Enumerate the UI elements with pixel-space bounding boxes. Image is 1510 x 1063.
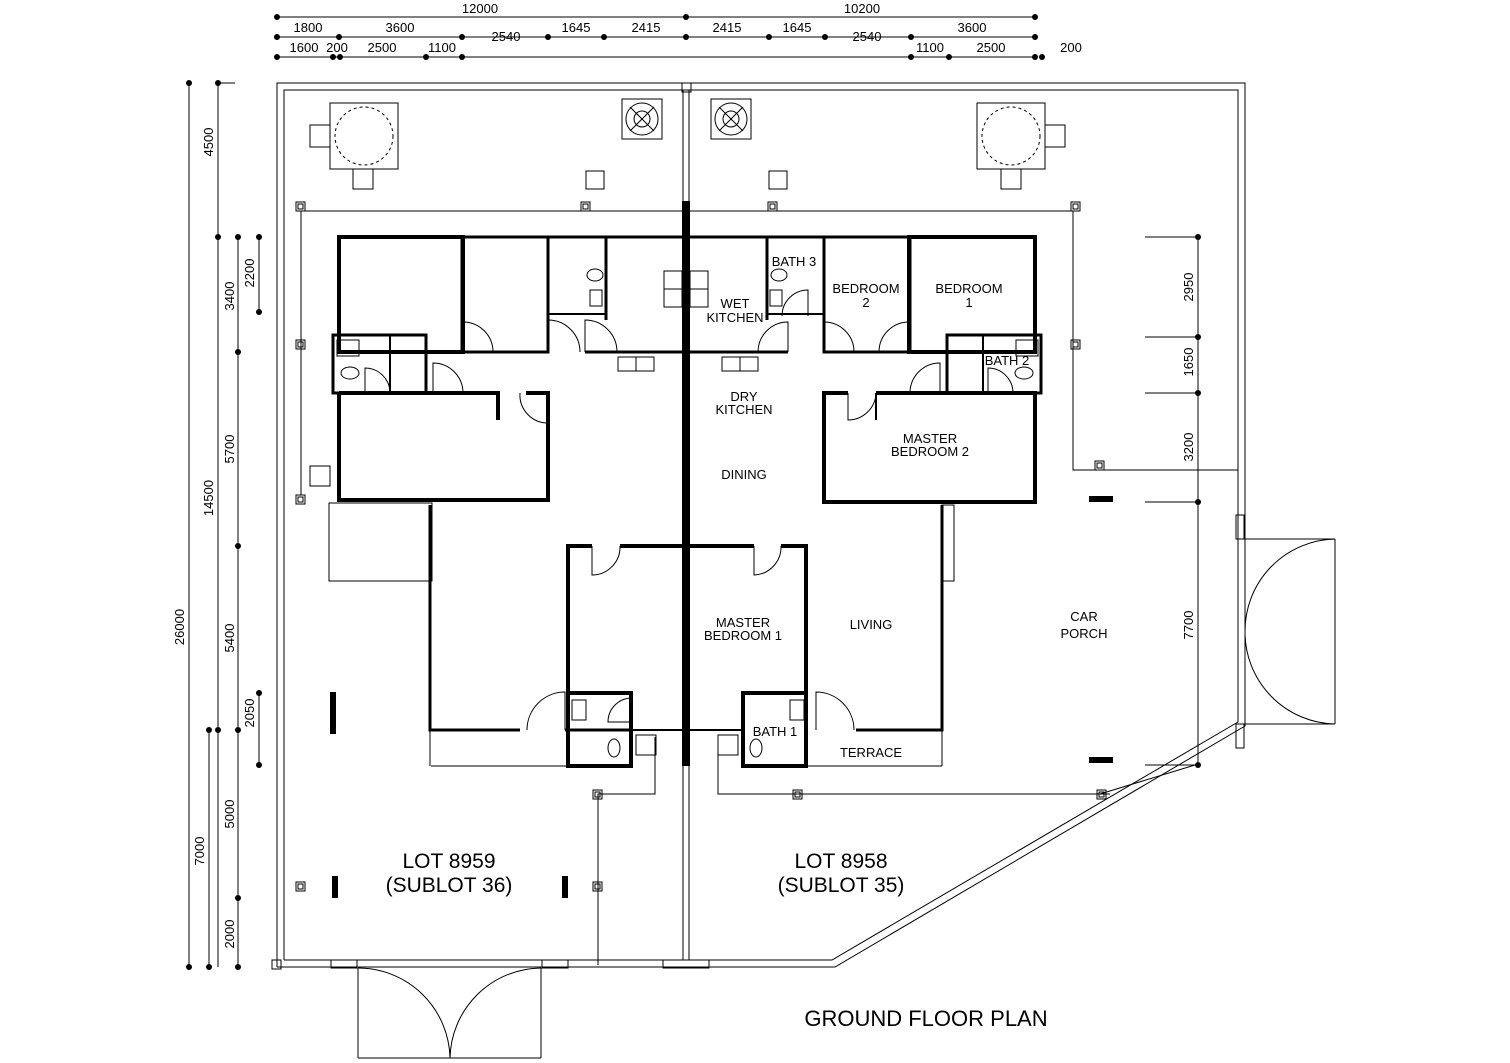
terrace-label: TERRACE <box>840 745 902 760</box>
top-dimension-lines: 12000 10200 1800 3600 1645 2415 2415 164… <box>274 1 1082 60</box>
dim-5700: 5700 <box>222 435 237 464</box>
bath2-label: BATH 2 <box>985 353 1030 368</box>
front-gate <box>330 959 710 1059</box>
master-bedroom1-label-2: BEDROOM 1 <box>704 628 782 643</box>
dim-1600: 1600 <box>290 40 319 55</box>
master-bedroom2-label-2: BEDROOM 2 <box>891 444 969 459</box>
dim-1645-right: 1645 <box>783 20 812 35</box>
dim-2415-left: 2415 <box>632 20 661 35</box>
sublot-35-label: (SUBLOT 35) <box>778 874 905 897</box>
bedroom1-label-1: BEDROOM <box>935 281 1002 296</box>
dim-2000: 2000 <box>222 920 237 949</box>
dim-1650: 1650 <box>1181 348 1196 377</box>
site-boundary <box>276 82 1246 968</box>
dim-2415-right: 2415 <box>713 20 742 35</box>
dim-1800: 1800 <box>294 20 323 35</box>
room-labels: WET KITCHEN DRY KITCHEN DINING BATH 3 BE… <box>704 254 1107 760</box>
car-porch-label-1: CAR <box>1070 609 1097 624</box>
right-unit-walls <box>690 235 1043 768</box>
bath3-label: BATH 3 <box>772 254 817 269</box>
wet-kitchen-label-1: WET <box>721 296 750 311</box>
wet-kitchen-label-2: KITCHEN <box>706 310 763 325</box>
bedroom1-label-2: 1 <box>965 295 972 310</box>
dim-2050: 2050 <box>242 699 257 728</box>
dim-5400: 5400 <box>222 624 237 653</box>
dim-200-right: 200 <box>1060 40 1082 55</box>
dry-kitchen-label-2: KITCHEN <box>715 402 772 417</box>
dim-4500: 4500 <box>201 128 216 157</box>
sublot-36-label: (SUBLOT 36) <box>386 874 513 897</box>
dim-3400: 3400 <box>222 282 237 311</box>
dim-2500-right: 2500 <box>977 40 1006 55</box>
living-label: LIVING <box>850 617 893 632</box>
party-wall <box>682 201 690 766</box>
water-tank-right <box>976 102 1066 190</box>
water-tank-left <box>309 102 399 190</box>
dim-3600-left: 3600 <box>386 20 415 35</box>
bedroom2-label-2: 2 <box>862 295 869 310</box>
dim-12000: 12000 <box>462 1 498 16</box>
master-bedroom1-label-1: MASTER <box>716 615 770 630</box>
fan-unit-right <box>710 98 752 140</box>
master-bedroom2-label-1: MASTER <box>903 431 957 446</box>
dim-7700: 7700 <box>1181 611 1196 640</box>
dim-3600-right: 3600 <box>958 20 987 35</box>
dim-200-left: 200 <box>326 40 348 55</box>
dim-26000: 26000 <box>172 609 187 645</box>
dim-2200: 2200 <box>242 259 257 288</box>
dry-kitchen-label-1: DRY <box>730 389 758 404</box>
fan-unit-left <box>621 98 663 140</box>
drawing-title: GROUND FLOOR PLAN <box>804 1006 1047 1031</box>
dim-2540-left: 2540 <box>492 29 521 44</box>
dim-7000: 7000 <box>192 837 207 866</box>
small-boxes <box>309 170 788 487</box>
lot-labels: LOT 8959 (SUBLOT 36) LOT 8958 (SUBLOT 35… <box>386 850 905 897</box>
bath1-label: BATH 1 <box>753 724 798 739</box>
bedroom2-label-1: BEDROOM <box>832 281 899 296</box>
dim-14500: 14500 <box>201 480 216 516</box>
fixtures <box>336 268 1039 758</box>
drain-markers <box>330 496 1113 898</box>
dim-1100-left: 1100 <box>428 40 456 55</box>
lot-8959-label: LOT 8959 <box>402 850 495 873</box>
dim-3200: 3200 <box>1181 433 1196 462</box>
dim-1100-right: 1100 <box>916 40 944 55</box>
left-unit-walls <box>328 235 682 768</box>
dim-1645-left: 1645 <box>562 20 591 35</box>
dim-10200: 10200 <box>844 1 880 16</box>
lot-8958-label: LOT 8958 <box>794 850 887 873</box>
dim-2950: 2950 <box>1181 273 1196 302</box>
side-gate <box>1235 514 1336 749</box>
door-swings <box>364 289 1014 731</box>
dining-label: DINING <box>721 467 767 482</box>
dim-2500-left: 2500 <box>368 40 397 55</box>
car-porch-label-2: PORCH <box>1061 626 1108 641</box>
dim-2540-right: 2540 <box>853 29 882 44</box>
right-dimension-lines: 2950 1650 3200 7700 <box>1145 234 1201 768</box>
column-markers <box>271 201 1107 970</box>
left-dimension-lines: 26000 4500 14500 7000 3400 5700 5400 500… <box>172 80 262 970</box>
dim-5000: 5000 <box>222 800 237 829</box>
